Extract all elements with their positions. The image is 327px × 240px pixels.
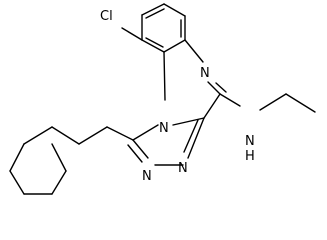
ethylamine-chain [219,93,316,113]
phenyl-ring [9,126,134,195]
atom-n-quinoxaline: N [200,66,210,81]
atom-n-bridge: N [159,121,169,136]
molecule-structure: Cl N N N N N H [9,3,316,195]
triazole-ring [127,117,205,166]
benzo-ring [141,3,186,53]
atom-n-triazole-right: N [178,161,188,176]
atom-chlorine: Cl [100,9,113,24]
structure-canvas: Cl N N N N N H [9,3,316,195]
atom-h-amine: H [245,149,255,164]
atom-n-triazole-left: N [142,169,152,184]
pyrazine-ring [163,39,227,126]
bond-cl-c [121,27,143,41]
atom-n-amine: N [245,134,255,149]
